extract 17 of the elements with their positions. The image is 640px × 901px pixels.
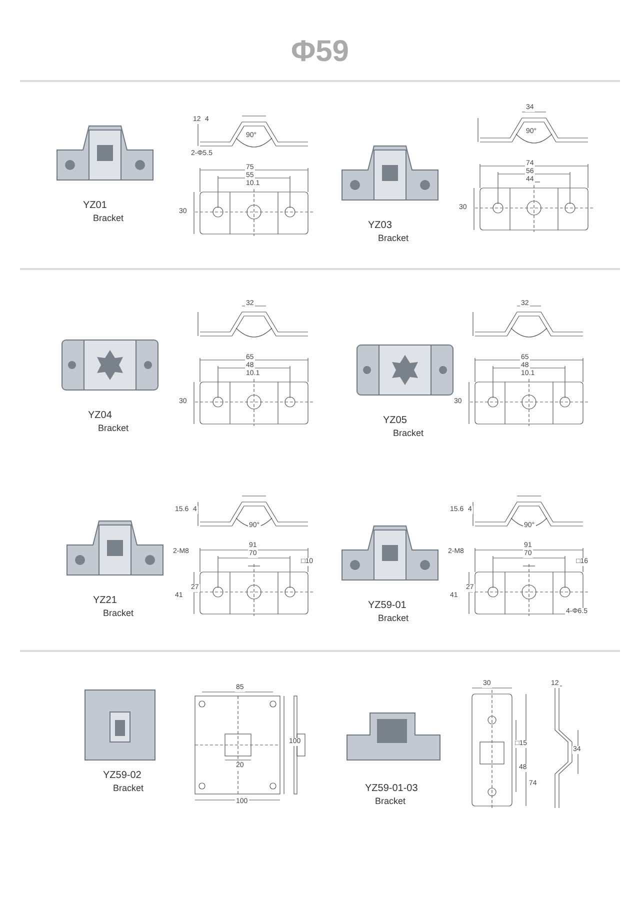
product-name: Bracket xyxy=(378,233,409,243)
model-number: YZ04 xyxy=(88,410,112,421)
product-name: Bracket xyxy=(393,428,424,438)
model-number: YZ59-01 xyxy=(368,600,406,611)
model-number: YZ59-02 xyxy=(103,770,142,781)
model-number: YZ21 xyxy=(93,595,117,606)
product-name: Bracket xyxy=(103,608,134,618)
model-number: YZ03 xyxy=(368,220,392,231)
product-name: Bracket xyxy=(378,613,409,623)
product-name: Bracket xyxy=(375,796,406,806)
product-name: Bracket xyxy=(98,423,129,433)
product-name: Bracket xyxy=(113,783,144,793)
model-number: YZ59-01-03 xyxy=(365,783,418,794)
product-name: Bracket xyxy=(93,213,124,223)
model-number: YZ05 xyxy=(383,415,407,426)
model-number: YZ01 xyxy=(83,200,107,211)
page-title: Φ59 xyxy=(290,35,350,69)
